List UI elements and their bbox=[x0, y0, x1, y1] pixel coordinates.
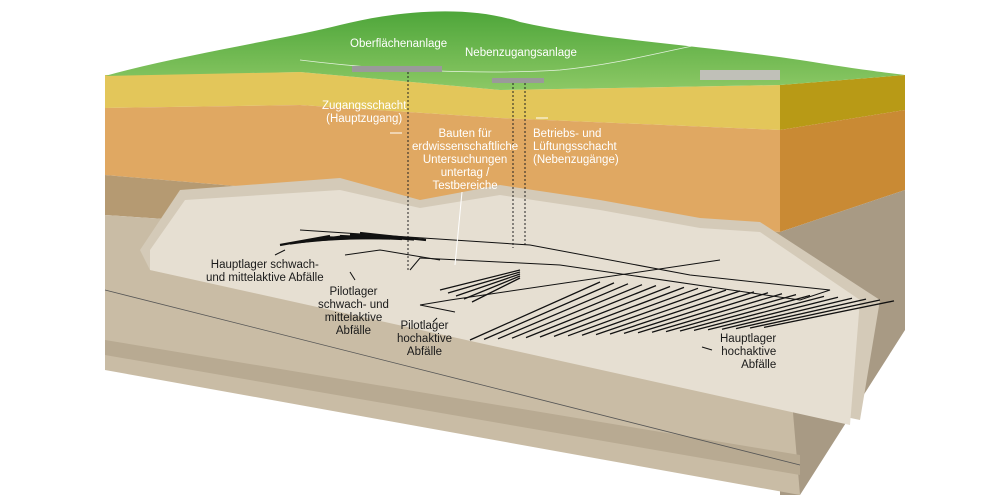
hlw-emplacement-tunnel bbox=[525, 284, 657, 339]
label-pilot-lma: Pilotlager schwach- und mittelaktive Abf… bbox=[318, 286, 389, 338]
text: hochaktive bbox=[721, 346, 777, 358]
text: untertag / bbox=[440, 167, 490, 179]
hlw-emplacement-tunnel bbox=[581, 288, 713, 336]
text: schwach- und bbox=[318, 299, 389, 311]
text: Testbereiche bbox=[432, 180, 498, 192]
hlw-emplacement-tunnel bbox=[763, 300, 895, 329]
label-main-hlw: Hauptlager hochaktive Abfälle bbox=[720, 333, 776, 372]
text: mittelaktive bbox=[324, 312, 383, 324]
hlw-emplacement-tunnel bbox=[469, 281, 601, 341]
arrows-white bbox=[390, 117, 548, 266]
text: Betriebs- und bbox=[533, 128, 602, 140]
hlw-emplacement-tunnel bbox=[749, 299, 881, 329]
text: Lüftungsschacht bbox=[533, 141, 617, 153]
lma-cavern bbox=[359, 231, 427, 242]
text: erdwissenschaftliche bbox=[412, 141, 519, 153]
text: Hauptlager schwach- bbox=[210, 259, 319, 271]
right-face-orange bbox=[780, 110, 905, 232]
yellow-layer bbox=[105, 72, 780, 130]
label-ops-shaft: Betriebs- und Lüftungsschacht (Nebenzugä… bbox=[533, 128, 619, 167]
label-main-lma: Hauptlager schwach- und mittelaktive Abf… bbox=[206, 259, 324, 285]
cavern-floor bbox=[150, 190, 860, 425]
surface-facility-icon bbox=[352, 66, 442, 72]
rock-band-1 bbox=[105, 340, 800, 475]
text: und mittelaktive Abfälle bbox=[206, 272, 324, 284]
text: Hauptlager bbox=[720, 333, 777, 345]
pilot-hlw-tunnel bbox=[455, 273, 521, 297]
hlw-emplacement-tunnel bbox=[665, 293, 797, 333]
orange-layer bbox=[105, 105, 780, 232]
label-access-shaft: Zugangsschacht (Hauptzugang) bbox=[322, 100, 406, 126]
village-icon bbox=[700, 70, 780, 80]
hlw-emplacement-tunnel bbox=[735, 298, 867, 330]
text: Pilotlager bbox=[329, 286, 378, 298]
hlw-emplacement-tunnel bbox=[623, 291, 755, 335]
label-surface-facility: Oberflächenanlage bbox=[350, 38, 448, 50]
floor-edge bbox=[104, 289, 801, 466]
hlw-emplacement-tunnel bbox=[595, 289, 727, 336]
label-test-area: Bauten für erdwissenschaftliche Untersuc… bbox=[412, 128, 518, 193]
text: Untersuchungen bbox=[422, 154, 508, 166]
text: Pilotlager bbox=[400, 320, 449, 332]
label-secondary-facility: Nebenzugangsanlage bbox=[465, 47, 577, 59]
hlw-emplacement-tunnel bbox=[497, 283, 629, 340]
hlw-emplacement-tunnel bbox=[539, 285, 671, 338]
text: Bauten für bbox=[438, 128, 492, 140]
text: Abfälle bbox=[741, 359, 777, 371]
text: Zugangsschacht bbox=[322, 100, 407, 112]
right-face-yellow bbox=[780, 75, 905, 130]
text: (Nebenzugänge) bbox=[533, 154, 619, 166]
hlw-emplacement-tunnel bbox=[693, 295, 825, 332]
hlw-emplacement-tunnel bbox=[483, 282, 615, 340]
text: Abfälle bbox=[406, 346, 443, 358]
hlw-emplacement-tunnel bbox=[567, 287, 699, 337]
hlw-emplacement-tunnel bbox=[637, 292, 769, 334]
text: Abfälle bbox=[335, 325, 372, 337]
hlw-emplacement-tunnel bbox=[553, 286, 685, 338]
hlw-emplacement-tunnel bbox=[651, 293, 783, 333]
hlw-emplacement-tunnel bbox=[721, 297, 853, 330]
tunnel-network bbox=[299, 229, 831, 313]
hlw-emplacement-tunnel bbox=[707, 296, 839, 331]
pilot-hlw-tunnel bbox=[447, 271, 521, 294]
text: hochaktive bbox=[397, 333, 452, 345]
hlw-emplacement-tunnel bbox=[609, 290, 741, 335]
pilot-hlw-tunnel bbox=[471, 277, 521, 303]
pilot-hlw-tunnel bbox=[463, 275, 521, 300]
text: (Hauptzugang) bbox=[326, 113, 403, 125]
hlw-emplacement-tunnel bbox=[679, 294, 811, 332]
pilot-hlw-tunnel bbox=[439, 269, 521, 291]
secondary-facility-icon bbox=[492, 78, 544, 83]
label-pilot-hlw: Pilotlager hochaktive Abfälle bbox=[397, 320, 452, 359]
arrows-black bbox=[274, 249, 713, 351]
hlw-emplacement-tunnel bbox=[511, 284, 643, 339]
